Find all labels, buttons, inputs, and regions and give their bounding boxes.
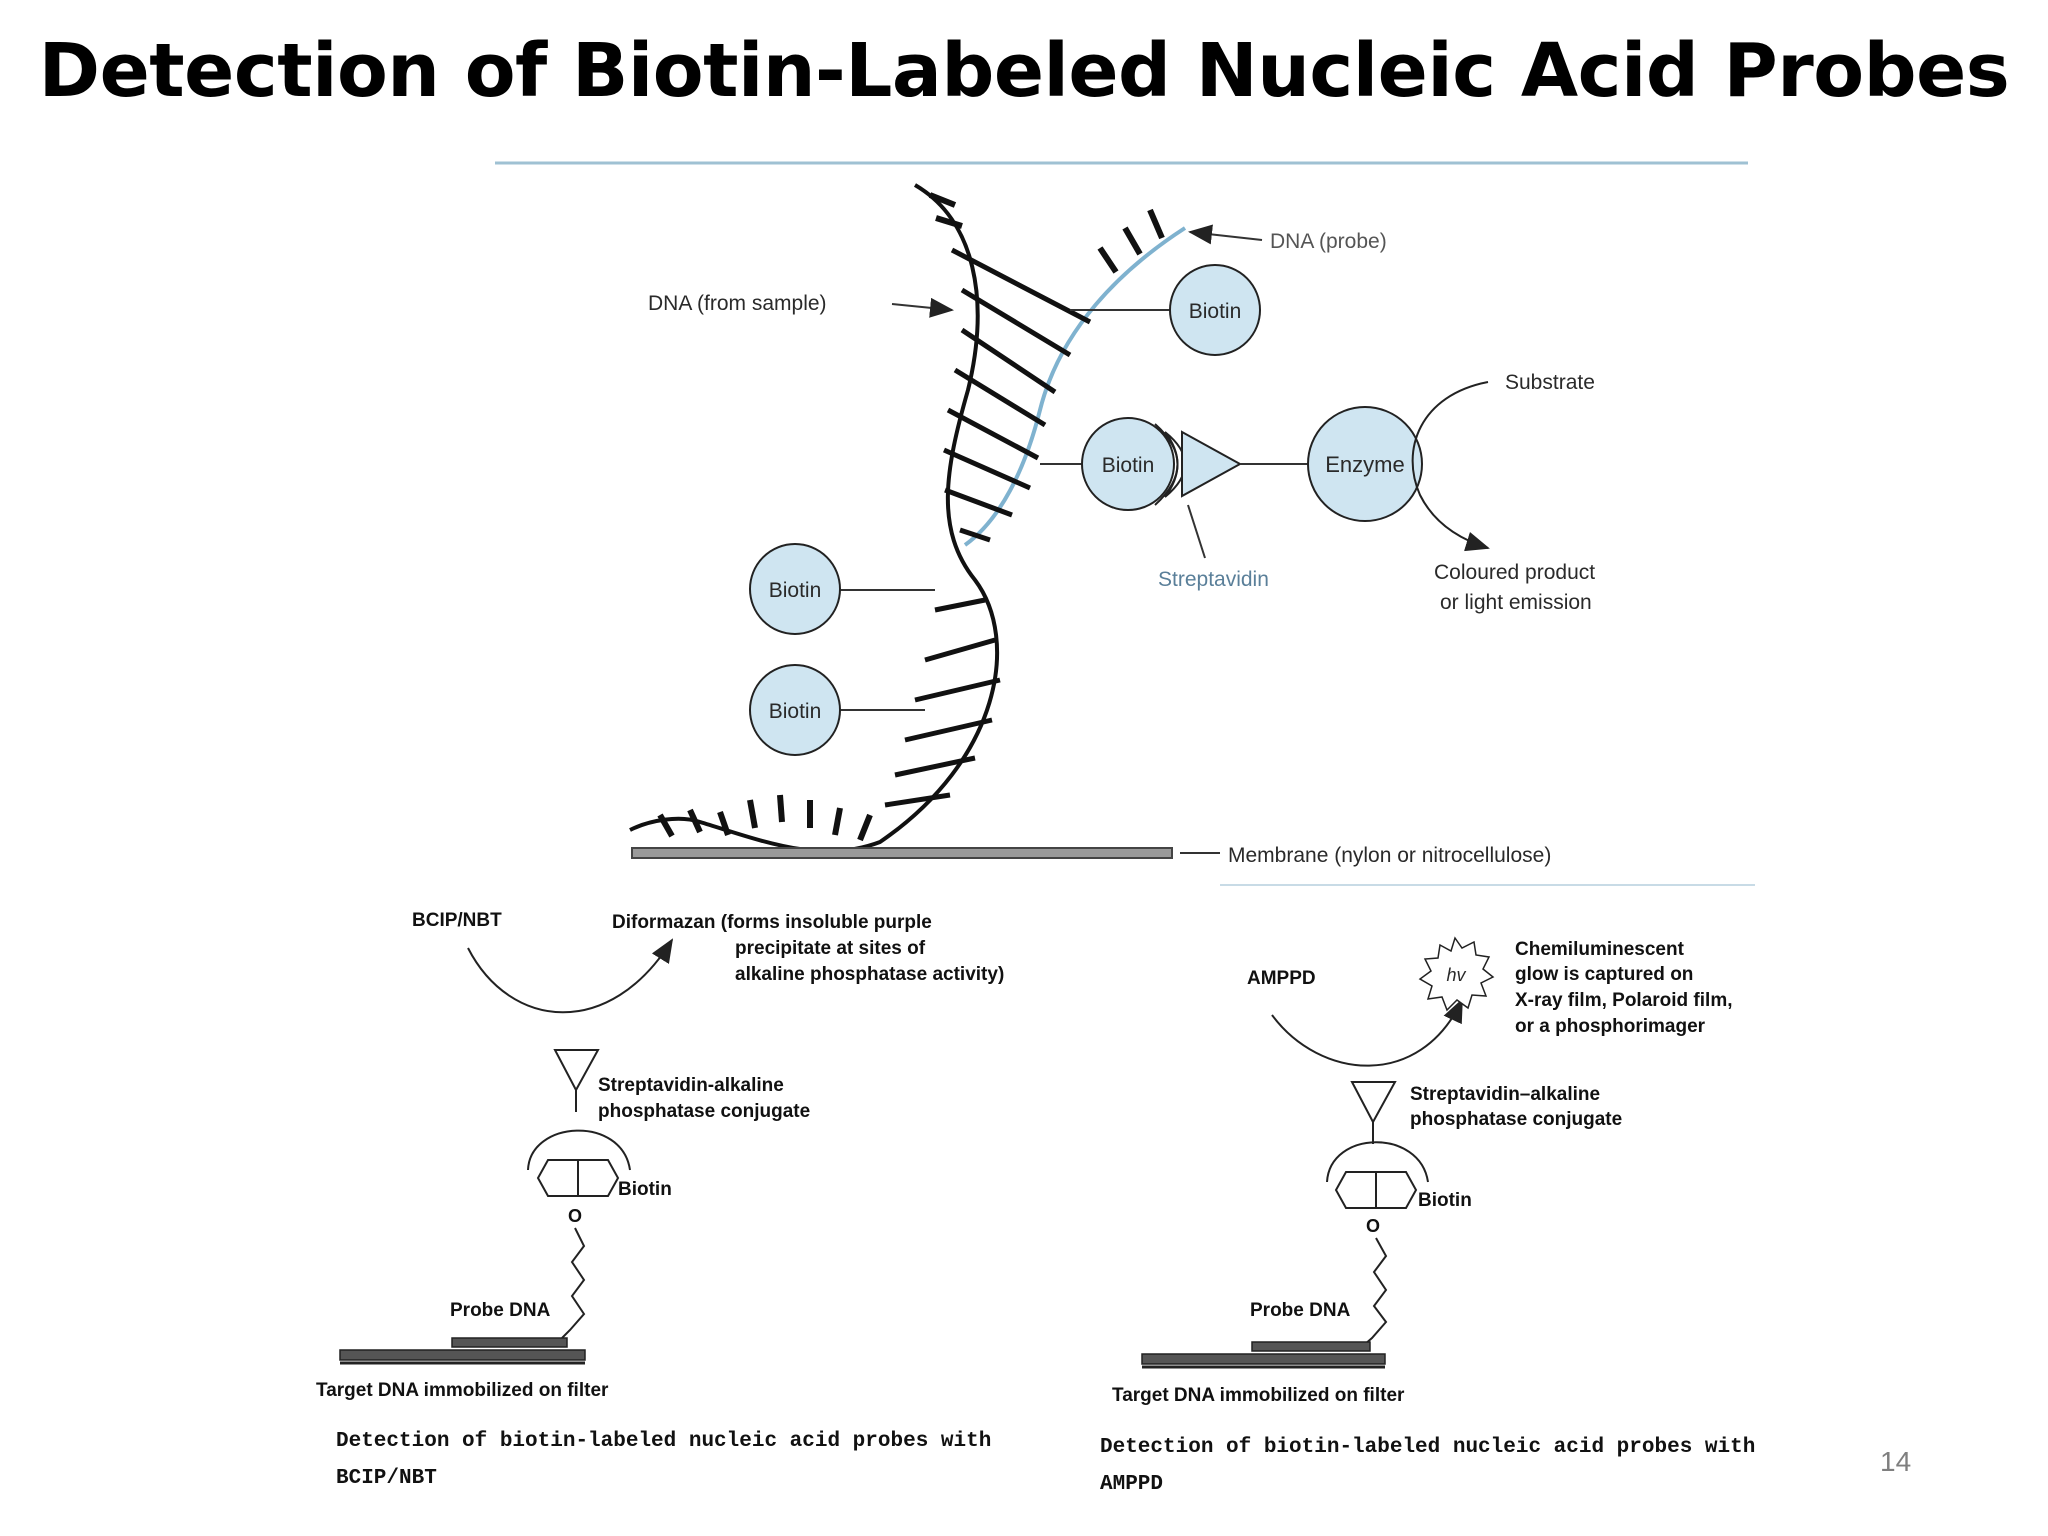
biotin-circle (749, 543, 841, 635)
biotin-label: Biotin (1418, 1190, 1472, 1211)
substrate-arrow (1411, 381, 1490, 552)
product-label-line2: or light emission (1440, 591, 1592, 614)
caption-line1: Detection of biotin-labeled nucleic acid… (336, 1430, 991, 1453)
target-label: Target DNA immobilized on filter (316, 1380, 609, 1401)
biotin-label: Biotin (1189, 300, 1242, 323)
dna-sample-label: DNA (from sample) (648, 292, 827, 315)
target-dna-bar (339, 1349, 586, 1361)
streptavidin-triangle (1181, 430, 1243, 498)
product-line3: alkaline phosphatase activity) (735, 964, 1004, 985)
base-pairs (884, 247, 1092, 808)
hv-label: hv (1446, 965, 1466, 985)
reaction-arrow (1271, 998, 1463, 1067)
slide-title: Detection of Biotin-Labeled Nucleic Acid… (38, 28, 2010, 114)
oxygen-label: O (1366, 1216, 1380, 1236)
substrate-label: Substrate (1505, 371, 1595, 394)
top-diagram: Membrane (nylon or nitrocellulose) DNA (… (495, 161, 1755, 886)
membrane-label: Membrane (nylon or nitrocellulose) (1228, 844, 1551, 867)
glow-line2: glow is captured on (1515, 964, 1693, 985)
conjugate-line2: phosphatase conjugate (1410, 1109, 1622, 1130)
streptavidin-cup (1326, 1141, 1429, 1183)
probe-label: Probe DNA (1250, 1300, 1351, 1321)
biotin-label: Biotin (769, 700, 822, 723)
target-label: Target DNA immobilized on filter (1112, 1385, 1405, 1406)
streptavidin-cup (527, 1129, 631, 1171)
light-burst-icon (1418, 936, 1495, 1012)
probe-label: Probe DNA (450, 1300, 551, 1321)
conjugate-line2: phosphatase conjugate (598, 1101, 810, 1122)
enzyme-label: Enzyme (1325, 452, 1404, 477)
enzyme-circle (1307, 406, 1423, 522)
page-number: 14 (1880, 1446, 1912, 1477)
glow-line3: X-ray film, Polaroid film, (1515, 990, 1733, 1011)
dna-probe-label: DNA (probe) (1270, 230, 1387, 253)
caption-line1: Detection of biotin-labeled nucleic acid… (1100, 1436, 1755, 1459)
glow-line1: Chemiluminescent (1515, 939, 1685, 960)
linker-chain (1363, 1237, 1388, 1346)
left-panel: BCIP/NBT Diformazan (forms insoluble pur… (316, 910, 1004, 1490)
streptavidin-label: Streptavidin (1158, 568, 1269, 591)
conjugate-line1: Streptavidin-alkaline (598, 1075, 784, 1096)
biotin-circle (1081, 417, 1175, 511)
glow-line4: or a phosphorimager (1515, 1016, 1706, 1037)
conjugate-line1: Streptavidin–alkaline (1410, 1084, 1600, 1105)
biotin-label: Biotin (1102, 454, 1155, 477)
reagent-label: AMPPD (1247, 968, 1316, 989)
membrane (631, 847, 1173, 859)
biotin-label: Biotin (618, 1179, 672, 1200)
streptavidin-ap-triangle (1350, 1081, 1397, 1125)
biotin-circle (749, 664, 841, 756)
right-panel: AMPPD hv Chemiluminescent glow is captur… (1100, 936, 1755, 1496)
unpaired-bases (657, 192, 1165, 842)
product-label-line1: Coloured product (1434, 561, 1595, 584)
oxygen-label: O (568, 1206, 582, 1226)
caption-line2: BCIP/NBT (336, 1467, 437, 1490)
biotin-circle (1169, 264, 1261, 356)
linker-chain (561, 1227, 586, 1339)
target-dna-bar (1141, 1353, 1386, 1365)
product-line1: Diformazan (forms insoluble purple (612, 912, 932, 933)
reagent-label: BCIP/NBT (412, 910, 502, 931)
probe-dna-bar (451, 1337, 568, 1348)
reaction-arrow (467, 938, 674, 1014)
product-line2: precipitate at sites of (735, 938, 926, 959)
probe-dna-bar (1251, 1341, 1371, 1352)
streptavidin-ap-triangle (553, 1049, 600, 1093)
caption-line2: AMPPD (1100, 1473, 1163, 1496)
biotin-label: Biotin (769, 579, 822, 602)
